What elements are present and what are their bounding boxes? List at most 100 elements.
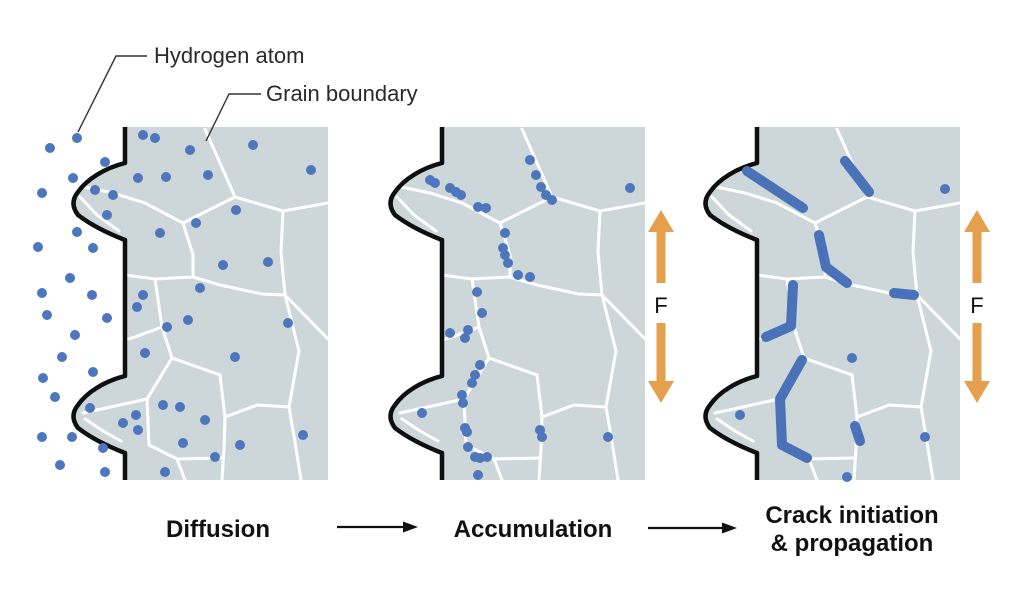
hydrogen-atom-dot: [482, 452, 492, 462]
stage-label-crack-line2: & propagation: [771, 530, 934, 557]
grain-boundary-line: [145, 397, 179, 461]
grain-boundary-line: [911, 209, 919, 297]
stage-label-crack-line1: Crack initiation: [765, 502, 938, 529]
stage-arrow-2: [648, 522, 737, 534]
hydrogen-atom-dot: [138, 130, 148, 140]
crack: [742, 166, 808, 213]
hydrogen-atom-dot: [230, 352, 240, 362]
grain-boundary-line: [807, 456, 856, 461]
hydrogen-atom-dot: [513, 270, 523, 280]
hydrogen-atom-dot: [847, 353, 857, 363]
hydrogen-atom-dot: [175, 402, 185, 412]
grain-boundary-line: [181, 221, 195, 279]
hydrogen-atom-dot: [218, 260, 228, 270]
hydrogen-atom-dot: [90, 185, 100, 195]
hydrogen-atom-dot: [155, 228, 165, 238]
hydrogen-atom-dot: [210, 452, 220, 462]
hydrogen-atom-dot: [133, 425, 143, 435]
grain-boundary-line: [813, 195, 869, 225]
hydrogen-atom-dot: [37, 288, 47, 298]
hydrogen-atom-dot: [160, 467, 170, 477]
grain-boundary-leader-line: [205, 93, 261, 142]
hydrogen-atom-dot: [445, 328, 455, 338]
hydrogen-atom-dot: [131, 410, 141, 420]
hydrogen-atom-dot: [102, 313, 112, 323]
hydrogen-atom-dot: [306, 165, 316, 175]
crack: [814, 230, 852, 288]
hydrogen-atom-dot: [547, 195, 557, 205]
hydrogen-atom-dot: [735, 410, 745, 420]
hydrogen-leader-line: [77, 55, 147, 133]
metal-surface-edge: [71, 127, 128, 480]
force-arrow-up-icon: [648, 210, 674, 283]
grain-boundary-line: [279, 209, 287, 297]
hydrogen-atom-dot: [37, 432, 47, 442]
hydrogen-atom-dot: [458, 398, 468, 408]
hydrogen-atom-dot: [183, 315, 193, 325]
hydrogen-atom-dot: [417, 408, 427, 418]
hydrogen-atom-dot: [67, 432, 77, 442]
hydrogen-atom-dot: [625, 183, 635, 193]
hydrogen-atom-dot: [203, 170, 213, 180]
hydrogen-atom-dot: [185, 145, 195, 155]
grain-boundary-line: [181, 195, 237, 225]
grain-boundary-line: [705, 183, 817, 225]
grain-boundary-line: [283, 293, 328, 341]
grain-boundary-line: [600, 293, 645, 341]
grain-boundary-line: [492, 457, 504, 480]
hydrogen-atom-dot: [108, 190, 118, 200]
hydrogen-atom-dot: [467, 378, 477, 388]
hydrogen-atom-dot: [191, 218, 201, 228]
hydrogen-atom-dot: [940, 184, 950, 194]
hydrogen-atom-dot: [132, 302, 142, 312]
grain-boundary-line: [715, 417, 755, 443]
grain-boundary-line: [395, 195, 438, 233]
hydrogen-atom-dot: [102, 210, 112, 220]
hydrogen-atom-dot: [158, 400, 168, 410]
hydrogen-atom-dot: [72, 227, 82, 237]
hydrogen-atom-dot: [525, 155, 535, 165]
grain-boundary-line: [223, 403, 291, 419]
panel-diffusion: [33, 127, 328, 480]
force-arrows-left: F: [648, 210, 674, 403]
metal-surface-edge: [703, 127, 760, 480]
force-arrows-right: F: [964, 210, 990, 403]
hydrogen-atom-dot: [603, 432, 613, 442]
grain-boundary-line: [710, 195, 753, 233]
panel-crack-initiation: [703, 127, 960, 482]
stage-label-diffusion: Diffusion: [166, 516, 270, 543]
hydrogen-atom-dot: [477, 308, 487, 318]
hydrogen-atom-dot: [138, 290, 148, 300]
grain-boundary-line: [203, 127, 237, 199]
metal-surface-edge: [388, 127, 445, 480]
hydrogen-atom-dot: [42, 310, 52, 320]
hydrogen-atom-dot: [195, 283, 205, 293]
hydrogen-atom-dot: [457, 390, 467, 400]
hydrogen-atom-dot: [38, 373, 48, 383]
grain-boundary-line: [915, 293, 933, 409]
hydrogen-atom-dot: [500, 250, 510, 260]
hydrogen-atom-dot: [68, 173, 78, 183]
hydrogen-atom-dot: [162, 322, 172, 332]
hydrogen-atom-dot: [45, 143, 55, 153]
hydrogen-atom-dot: [283, 318, 293, 328]
force-arrow-down-icon: [648, 323, 674, 403]
hydrogen-atom-dot: [298, 430, 308, 440]
grain-boundary-line: [83, 417, 123, 443]
hydrogen-atom-label: Hydrogen atom: [154, 43, 304, 68]
grain-boundary-line: [400, 417, 440, 443]
grain-boundary-line: [600, 293, 618, 409]
grain-boundary-line: [604, 405, 620, 480]
hydrogen-atom-dot: [100, 467, 110, 477]
hydrogen-atom-dot: [85, 403, 95, 413]
hydrogen-atom-dot: [456, 190, 466, 200]
hydrogen-atom-dot: [88, 367, 98, 377]
hydrogen-atom-dot: [65, 273, 75, 283]
hydrogen-atom-dot: [531, 170, 541, 180]
hydrogen-atom-dot: [473, 202, 483, 212]
grain-boundary-line: [520, 127, 554, 199]
hydrogen-atom-dot: [231, 205, 241, 215]
hydrogen-atom-dot: [33, 242, 43, 252]
crack: [850, 421, 865, 446]
grain-boundary-line: [508, 275, 604, 297]
